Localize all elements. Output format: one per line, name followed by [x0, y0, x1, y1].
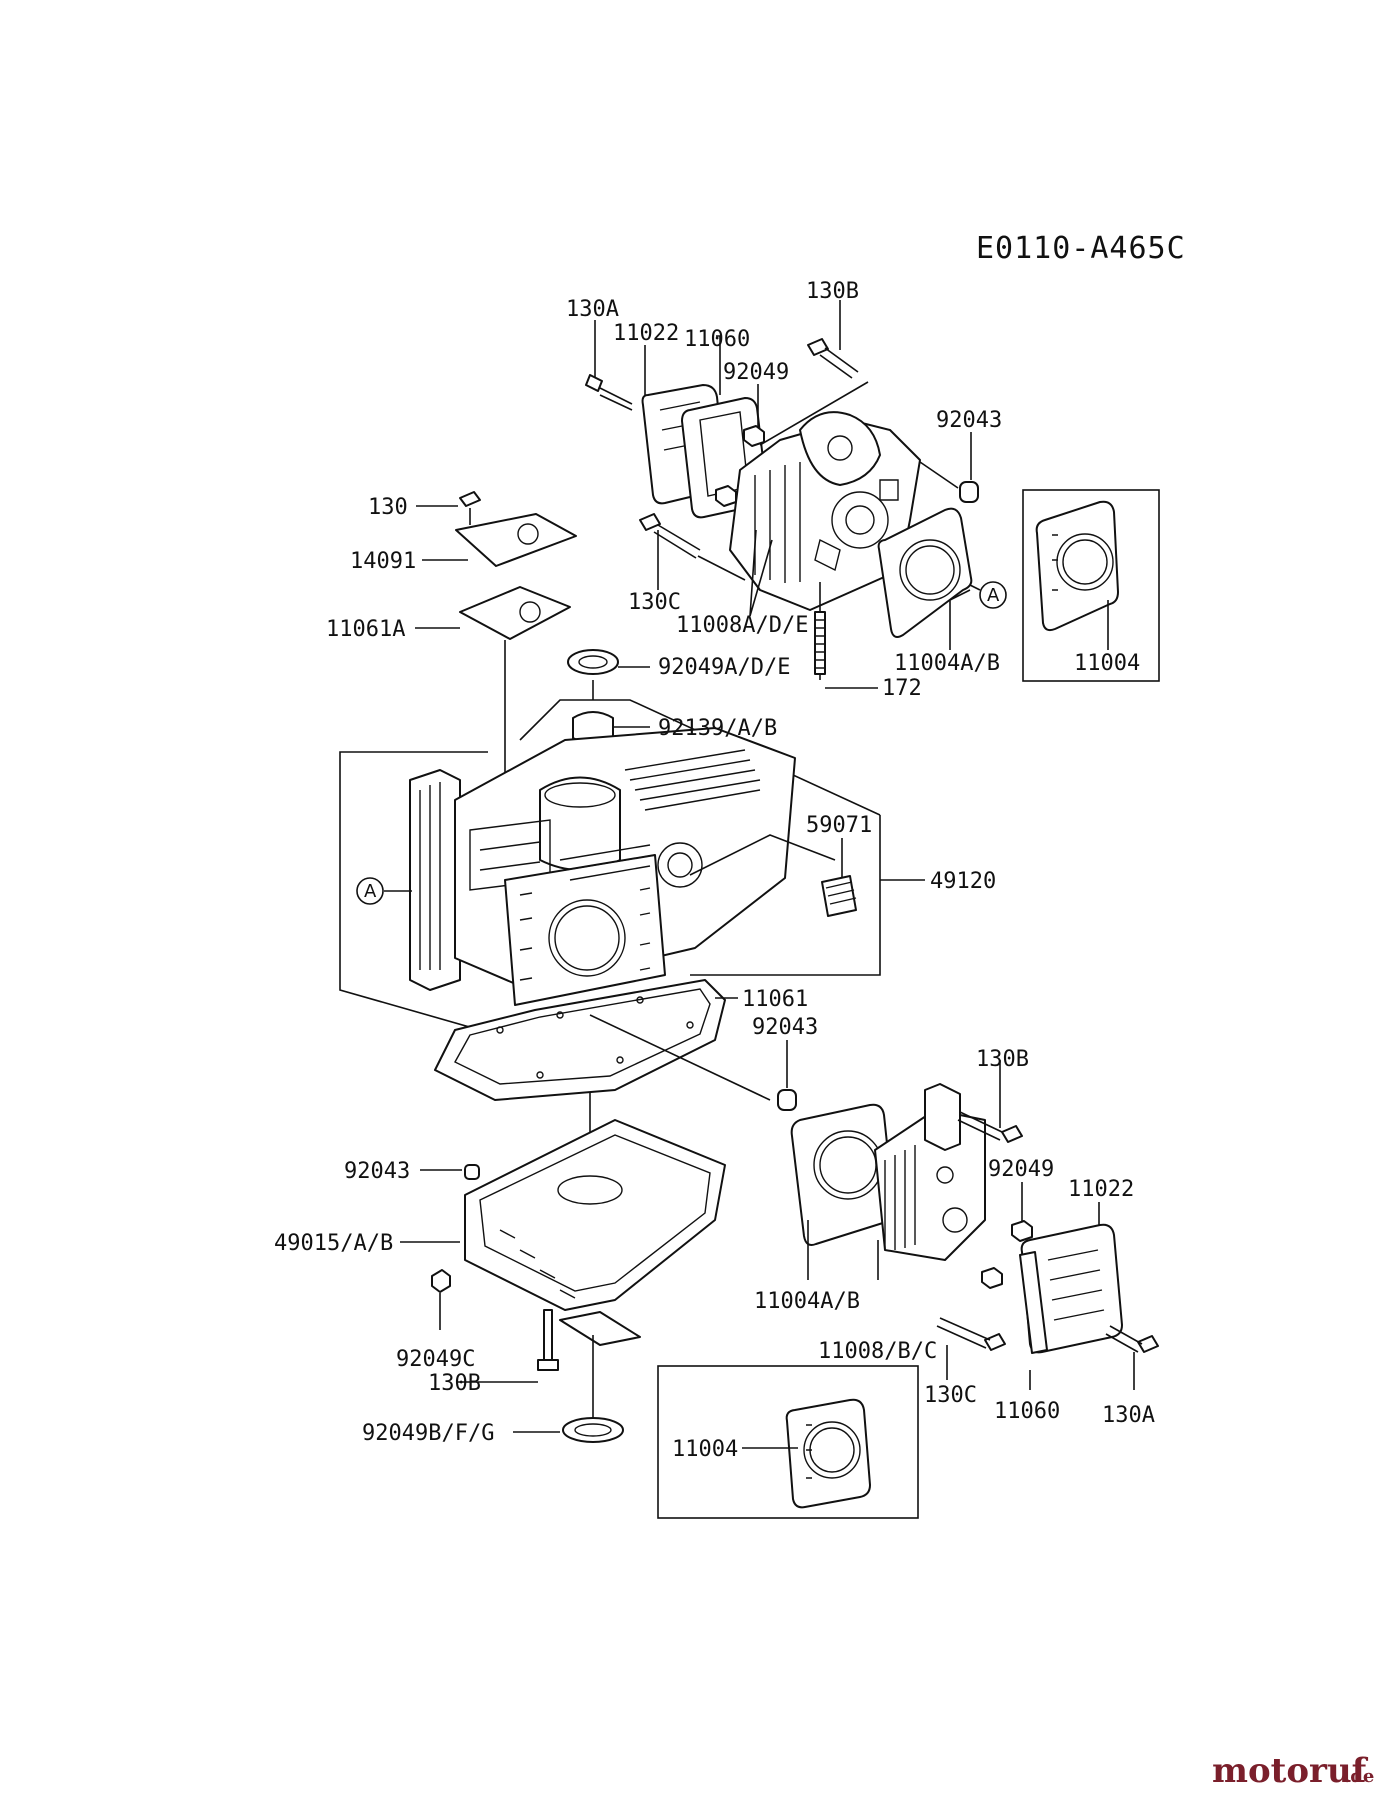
breather-cover-group [415, 491, 577, 860]
label-11004-top: 11004 [1074, 651, 1140, 676]
label-92043-left: 92043 [344, 1159, 410, 1184]
cylinder-head-top [729, 411, 921, 611]
label-49015ab: 49015/A/B [274, 1231, 393, 1256]
bolt-130c-top [639, 513, 746, 590]
label-92049ade: 92049A/D/E [658, 655, 790, 680]
label-11004ab-bot: 11004A/B [754, 1289, 860, 1314]
watermark-logo: motoruf .de [1212, 1751, 1374, 1791]
label-14091: 14091 [350, 549, 416, 574]
label-11008bc: 11008/B/C [818, 1339, 937, 1364]
label-130a-bot: 130A [1102, 1403, 1155, 1428]
top-cylinder-head-group: A [585, 300, 1160, 689]
label-172: 172 [882, 676, 922, 701]
label-59071: 59071 [806, 813, 872, 838]
label-11060-bot: 11060 [994, 1399, 1060, 1424]
label-130: 130 [368, 495, 408, 520]
diagram-code: E0110-A465C [976, 231, 1186, 266]
label-49120: 49120 [930, 869, 996, 894]
label-130b-top: 130B [806, 279, 859, 304]
part-labels: 130A 11022 11060 130B 92049 92043 130 14… [274, 279, 1155, 1462]
label-92043-top: 92043 [936, 408, 1002, 433]
label-11061a: 11061A [326, 617, 405, 642]
label-92049-mid: 92049 [988, 1157, 1054, 1182]
label-130c-top: 130C [628, 590, 681, 615]
crankcase-block: A [339, 727, 925, 1031]
label-130b-mid: 130B [976, 1047, 1029, 1072]
bottom-cylinder-head-group [589, 1014, 1159, 1519]
watermark-text: motoruf [1212, 1751, 1369, 1791]
label-11022-top: 11022 [613, 321, 679, 346]
label-11061: 11061 [742, 987, 808, 1012]
inset-box-11004-top [1022, 489, 1160, 682]
crankcase-gasket [434, 979, 738, 1101]
label-11022-mid: 11022 [1068, 1177, 1134, 1202]
label-11008ade: 11008A/D/E [676, 613, 808, 638]
head-gasket-top [877, 507, 973, 650]
label-92139ab: 92139/A/B [658, 716, 777, 741]
label-92043-mid: 92043 [752, 1015, 818, 1040]
dowel-92043-top [919, 432, 979, 503]
label-11060-top: 11060 [684, 327, 750, 352]
stud-172 [814, 582, 878, 689]
label-11004ab-top: 11004A/B [894, 651, 1000, 676]
label-11004-bot: 11004 [672, 1437, 738, 1462]
reference-marker-a-left: A [356, 877, 412, 905]
label-130a-top: 130A [566, 297, 619, 322]
watermark-suffix: .de [1344, 1766, 1374, 1787]
oil-pan-group [400, 1092, 726, 1443]
label-92049c: 92049C [396, 1347, 475, 1372]
label-130b-left: 130B [428, 1371, 481, 1396]
reference-marker-a-top: A [969, 581, 1007, 609]
label-92049bfg: 92049B/F/G [362, 1421, 494, 1446]
svg-text:A: A [987, 585, 1000, 606]
svg-text:A: A [364, 881, 377, 902]
spring-59071 [821, 838, 857, 917]
label-130c-bot: 130C [924, 1383, 977, 1408]
label-92049-top: 92049 [723, 360, 789, 385]
bolt-130b-top [759, 300, 869, 446]
bolt-130a-top [585, 320, 633, 411]
